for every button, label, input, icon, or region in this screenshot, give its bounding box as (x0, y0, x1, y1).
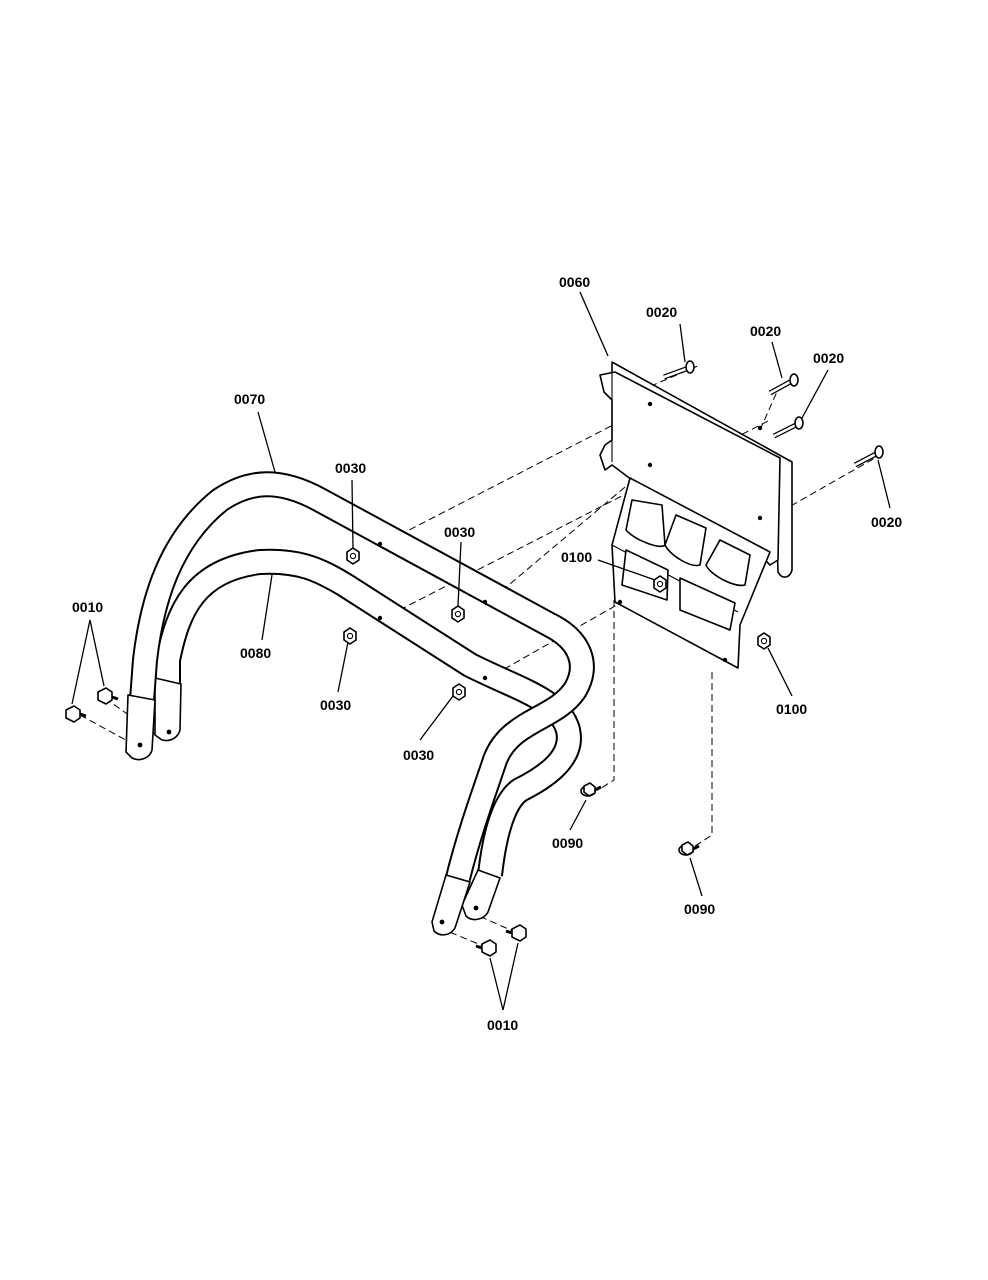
bolt-0020-b (768, 373, 799, 396)
callout-0090-b: 0090 (684, 901, 715, 917)
callout-0060: 0060 (559, 274, 590, 290)
nut-0030-d (452, 683, 466, 701)
nut-0030-c (343, 627, 357, 645)
screw-0010-b (97, 687, 119, 705)
tube-frame-0070 (125, 471, 595, 936)
callout-0070: 0070 (234, 391, 265, 407)
nut-0100-a (653, 575, 667, 593)
nuts-0030 (343, 547, 466, 701)
tube-frame-0080 (154, 548, 582, 921)
nut-0030-b (451, 605, 465, 623)
callout-0010-b: 0010 (487, 1017, 518, 1033)
bolt-0020-c (772, 416, 804, 439)
nuts-0100 (653, 575, 771, 650)
bolt-0020-a (663, 360, 695, 380)
bracket-plate-0060 (599, 361, 793, 578)
callout-0090-a: 0090 (552, 835, 583, 851)
screws-0010 (65, 687, 527, 957)
callout-0020-c: 0020 (813, 350, 844, 366)
callout-0100-a: 0100 (561, 549, 592, 565)
screw-0010-c (475, 939, 497, 957)
flange-bolts-0090 (580, 782, 700, 856)
nut-0030-a (346, 547, 360, 565)
callout-0030-c: 0030 (320, 697, 351, 713)
callout-0100-b: 0100 (776, 701, 807, 717)
callout-0020-d: 0020 (871, 514, 902, 530)
bolt-0020-d (853, 445, 884, 468)
callout-0010-a: 0010 (72, 599, 103, 615)
callout-labels: 0060 0020 0020 0020 0020 0070 0030 0030 … (72, 274, 902, 1033)
callout-0030-b: 0030 (444, 524, 475, 540)
callout-leader-lines (71, 291, 891, 1011)
callout-0030-d: 0030 (403, 747, 434, 763)
callout-0020-b: 0020 (750, 323, 781, 339)
nut-0100-b (757, 632, 771, 650)
callout-0020-a: 0020 (646, 304, 677, 320)
callout-0080: 0080 (240, 645, 271, 661)
screw-0010-a (65, 705, 87, 723)
flange-bolt-0090-a (580, 782, 602, 797)
callout-0030-a: 0030 (335, 460, 366, 476)
flange-bolt-0090-b (678, 841, 700, 856)
screw-0010-d (505, 924, 527, 942)
bolts-0020 (663, 360, 884, 468)
